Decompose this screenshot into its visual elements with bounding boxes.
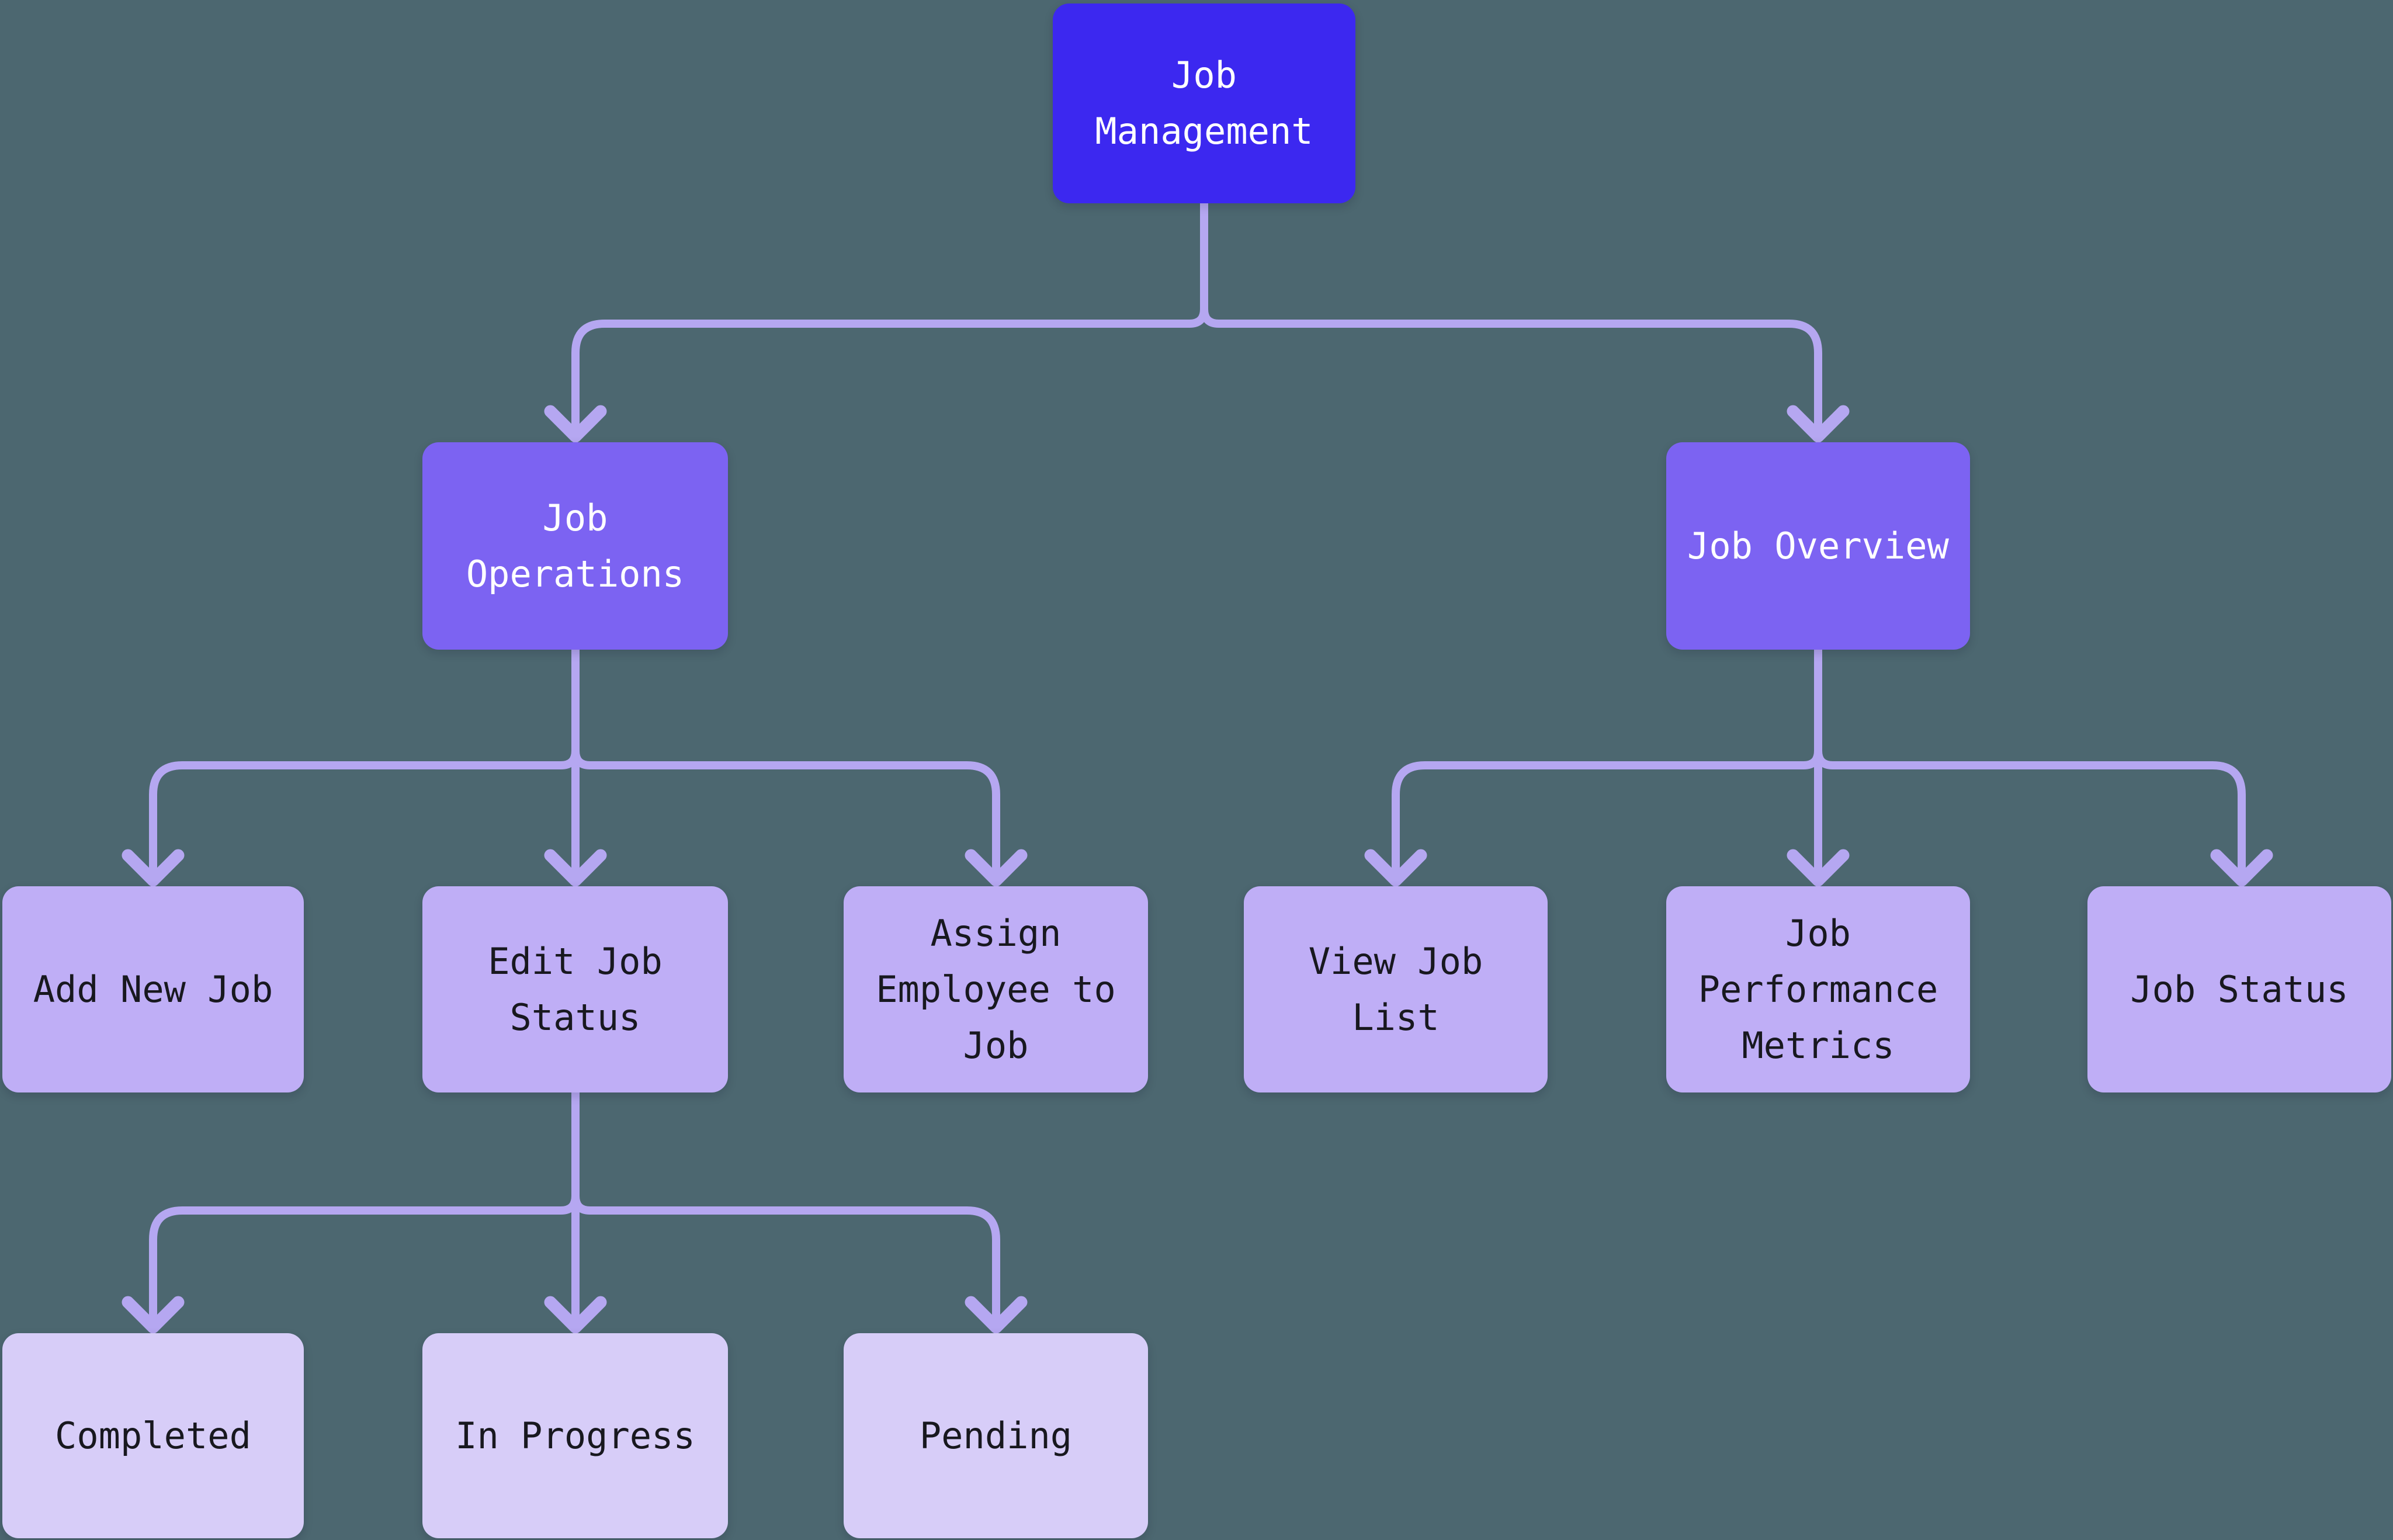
arrowhead-job-operations: [544, 405, 607, 443]
node-job-operations: Job Operations: [422, 442, 728, 650]
edge-job-management-to-job-operations: [571, 199, 1208, 432]
node-add-new-job: Add New Job: [2, 886, 304, 1092]
node-pending: Pending: [844, 1333, 1148, 1538]
node-in-progress: In Progress: [422, 1333, 728, 1538]
node-label: Pending: [919, 1414, 1073, 1457]
arrowhead-pending: [965, 1296, 1028, 1334]
node-label: Job Status: [2130, 967, 2349, 1011]
node-job-performance-metrics: Job Performance Metrics: [1666, 886, 1970, 1092]
node-completed: Completed: [2, 1333, 304, 1538]
edge-edit-job-status-to-pending: [571, 1088, 1000, 1323]
node-label: Job Performance Metrics: [1698, 911, 1938, 1067]
node-label: Edit Job Status: [488, 939, 663, 1039]
node-label: Job Overview: [1687, 524, 1949, 567]
edge-job-operations-to-add-new-job: [149, 646, 580, 876]
node-job-overview: Job Overview: [1666, 442, 1970, 650]
node-label: Completed: [55, 1414, 251, 1457]
arrowhead-job-performance-metrics: [1787, 849, 1850, 887]
edge-job-operations-to-assign-employee-to-job: [571, 646, 1000, 876]
node-view-job-list: View Job List: [1244, 886, 1548, 1092]
edge-job-overview-to-job-status: [1814, 646, 2246, 876]
node-label: Add New Job: [33, 967, 273, 1011]
edge-edit-job-status-to-completed: [149, 1088, 580, 1323]
edge-job-overview-to-view-job-list: [1392, 646, 1822, 876]
arrowhead-job-status: [2210, 849, 2273, 887]
arrowhead-assign-employee-to-job: [965, 849, 1028, 887]
node-label: Job Management: [1095, 54, 1313, 152]
arrowhead-in-progress: [544, 1296, 607, 1334]
edge-job-management-to-job-overview: [1200, 199, 1822, 432]
node-label: In Progress: [455, 1414, 695, 1457]
node-label: Job Operations: [466, 496, 685, 595]
node-assign-employee-to-job: Assign Employee to Job: [844, 886, 1148, 1092]
arrowhead-edit-job-status: [544, 849, 607, 887]
arrowhead-add-new-job: [122, 849, 185, 887]
node-label: Assign Employee to Job: [876, 911, 1116, 1067]
node-job-management: Job Management: [1053, 4, 1355, 203]
arrowhead-job-overview: [1787, 405, 1850, 443]
node-label: View Job List: [1308, 939, 1483, 1039]
node-job-status: Job Status: [2087, 886, 2391, 1092]
arrowhead-view-job-list: [1364, 849, 1427, 887]
node-edit-job-status: Edit Job Status: [422, 886, 728, 1092]
arrowhead-completed: [122, 1296, 185, 1334]
